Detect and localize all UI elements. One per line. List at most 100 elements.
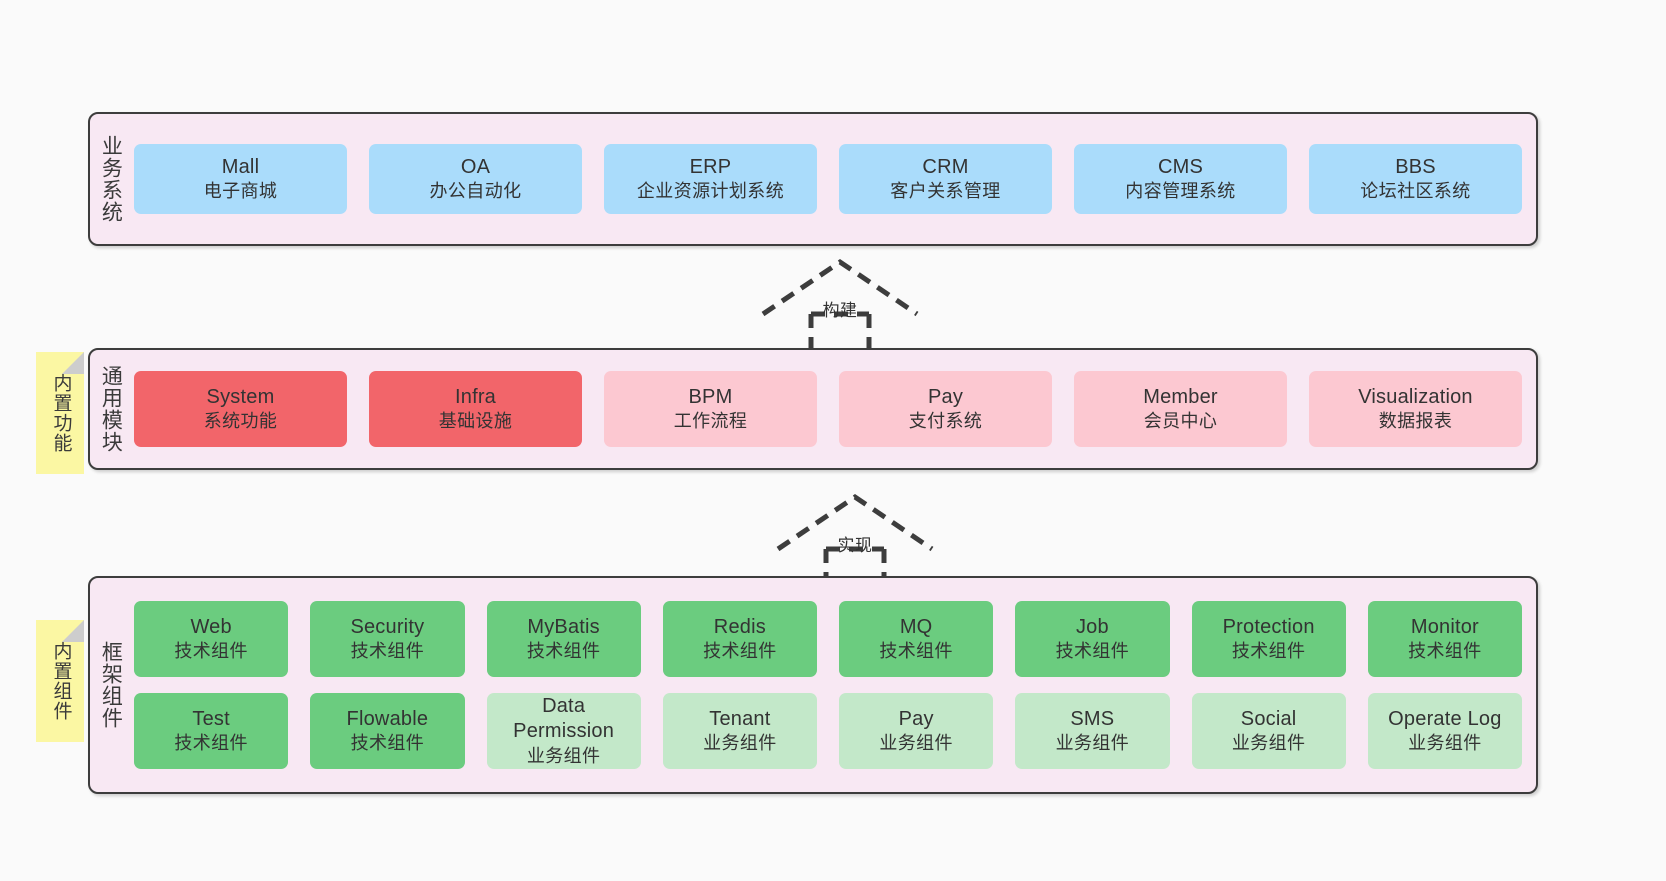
card-title-en: Infra [454, 385, 497, 408]
note-builtin-function: 内置功能 [36, 352, 84, 474]
card-row: Test 技术组件 Flowable 技术组件 Data Permission … [134, 693, 1522, 769]
card-title-en: BBS [1395, 155, 1436, 178]
card-title-en: BPM [688, 385, 733, 408]
card-title-cn: 技术组件 [174, 733, 248, 754]
card-job[interactable]: Job 技术组件 [1015, 601, 1170, 677]
card-title-cn: 客户关系管理 [890, 181, 1001, 202]
card-title-cn: 支付系统 [908, 411, 983, 432]
card-title-cn: 技术组件 [526, 641, 601, 662]
card-title-cn: 工作流程 [673, 411, 748, 432]
card-title-en: System [206, 385, 275, 408]
card-title-en: Test [192, 707, 230, 730]
layer-title-business: 业务系统 [99, 135, 123, 223]
card-title-en: CMS [1157, 155, 1204, 178]
card-title-cn: 会员中心 [1143, 411, 1218, 432]
arrowhead-triangle-icon [761, 258, 919, 317]
card-title-en: Data Permission [513, 694, 615, 743]
card-title-cn: 业务组件 [1055, 733, 1130, 754]
card-title-cn: 基础设施 [438, 411, 513, 432]
card-monitor[interactable]: Monitor 技术组件 [1367, 601, 1522, 677]
card-title-en: Redis [713, 615, 766, 638]
card-web[interactable]: Web 技术组件 [134, 601, 289, 677]
card-title-en: ERP [689, 155, 732, 178]
note-builtin-component: 内置组件 [36, 620, 84, 742]
card-title-en: Social [1240, 707, 1297, 730]
note-label: 内置组件 [50, 641, 72, 721]
card-crm[interactable]: CRM 客户关系管理 [839, 144, 1052, 214]
card-infra[interactable]: Infra 基础设施 [369, 371, 582, 447]
layer-body-common: System 系统功能 Infra 基础设施 BPM 工作流程 Pay 支付系统… [130, 350, 1536, 468]
card-member[interactable]: Member 会员中心 [1074, 371, 1287, 447]
layer-body-framework: Web 技术组件 Security 技术组件 MyBatis 技术组件 Redi… [130, 578, 1536, 792]
layer-body-business: Mall 电子商城 OA 办公自动化 ERP 企业资源计划系统 CRM 客户关系… [130, 114, 1536, 244]
card-title-cn: 技术组件 [703, 641, 777, 662]
card-mall[interactable]: Mall 电子商城 [134, 144, 347, 214]
card-title-en: CRM [922, 155, 969, 178]
card-title-cn: 系统功能 [203, 411, 278, 432]
card-mybatis[interactable]: MyBatis 技术组件 [486, 601, 641, 677]
card-title-cn: 数据报表 [1378, 411, 1453, 432]
card-cms[interactable]: CMS 内容管理系统 [1074, 144, 1287, 214]
card-title-en: Monitor [1410, 615, 1479, 638]
connector-label-realize: 实现 [837, 536, 873, 555]
card-mq[interactable]: MQ 技术组件 [839, 601, 994, 677]
card-title-cn: 内容管理系统 [1125, 181, 1236, 202]
card-title-cn: 技术组件 [1231, 641, 1306, 662]
layer-title-common: 通用模块 [99, 365, 123, 453]
card-row: Web 技术组件 Security 技术组件 MyBatis 技术组件 Redi… [134, 601, 1522, 677]
card-operate-log[interactable]: Operate Log 业务组件 [1367, 693, 1522, 769]
card-sms[interactable]: SMS 业务组件 [1015, 693, 1170, 769]
card-title-en: MyBatis [527, 615, 600, 638]
card-row: System 系统功能 Infra 基础设施 BPM 工作流程 Pay 支付系统… [134, 371, 1522, 447]
card-title-en: MQ [899, 615, 933, 638]
card-title-en: Job [1075, 615, 1109, 638]
card-row: Mall 电子商城 OA 办公自动化 ERP 企业资源计划系统 CRM 客户关系… [134, 144, 1522, 214]
card-title-en: Visualization [1358, 385, 1473, 408]
card-title-cn: 技术组件 [350, 641, 425, 662]
card-title-en: Security [350, 615, 425, 638]
card-title-en: Protection [1222, 615, 1315, 638]
card-title-en: OA [460, 155, 491, 178]
card-title-en: Pay [898, 707, 934, 730]
connector-realize: 实现 [770, 489, 940, 589]
card-title-en: Tenant [709, 707, 771, 730]
card-title-en: Mall [221, 155, 260, 178]
card-redis[interactable]: Redis 技术组件 [662, 601, 817, 677]
card-data-permission[interactable]: Data Permission 业务组件 [486, 693, 641, 769]
card-oa[interactable]: OA 办公自动化 [369, 144, 582, 214]
card-title-en: Operate Log [1388, 707, 1502, 730]
card-flowable[interactable]: Flowable 技术组件 [310, 693, 465, 769]
card-title-cn: 业务组件 [1231, 733, 1306, 754]
layer-title-framework: 框架组件 [99, 641, 123, 729]
card-social[interactable]: Social 业务组件 [1191, 693, 1346, 769]
layer-common-modules: 通用模块 System 系统功能 Infra 基础设施 BPM 工作流程 Pay… [88, 348, 1538, 470]
card-title-en: SMS [1070, 707, 1115, 730]
card-title-cn: 业务组件 [879, 733, 953, 754]
card-visualization[interactable]: Visualization 数据报表 [1309, 371, 1522, 447]
card-tenant[interactable]: Tenant 业务组件 [662, 693, 817, 769]
card-test[interactable]: Test 技术组件 [134, 693, 289, 769]
card-security[interactable]: Security 技术组件 [310, 601, 465, 677]
card-title-cn: 技术组件 [1055, 641, 1130, 662]
card-system[interactable]: System 系统功能 [134, 371, 347, 447]
card-title-cn: 企业资源计划系统 [636, 181, 785, 202]
card-bpm[interactable]: BPM 工作流程 [604, 371, 817, 447]
connector-label-build: 构建 [822, 301, 858, 320]
card-title-cn: 技术组件 [350, 733, 425, 754]
card-title-en: Member [1143, 385, 1218, 408]
card-bbs[interactable]: BBS 论坛社区系统 [1309, 144, 1522, 214]
card-title-cn: 技术组件 [879, 641, 953, 662]
layer-framework-components: 框架组件 Web 技术组件 Security 技术组件 MyBatis 技术组件… [88, 576, 1538, 794]
card-pay-component[interactable]: Pay 业务组件 [839, 693, 994, 769]
card-protection[interactable]: Protection 技术组件 [1191, 601, 1346, 677]
note-label: 内置功能 [50, 373, 72, 453]
card-title-cn: 业务组件 [1408, 733, 1482, 754]
card-erp[interactable]: ERP 企业资源计划系统 [604, 144, 817, 214]
card-title-cn: 技术组件 [1408, 641, 1482, 662]
arrow-stem-icon [808, 311, 872, 352]
card-title-cn: 办公自动化 [429, 181, 522, 202]
card-title-cn: 业务组件 [703, 733, 777, 754]
card-title-cn: 技术组件 [174, 641, 248, 662]
card-pay[interactable]: Pay 支付系统 [839, 371, 1052, 447]
card-title-en: Flowable [346, 707, 429, 730]
